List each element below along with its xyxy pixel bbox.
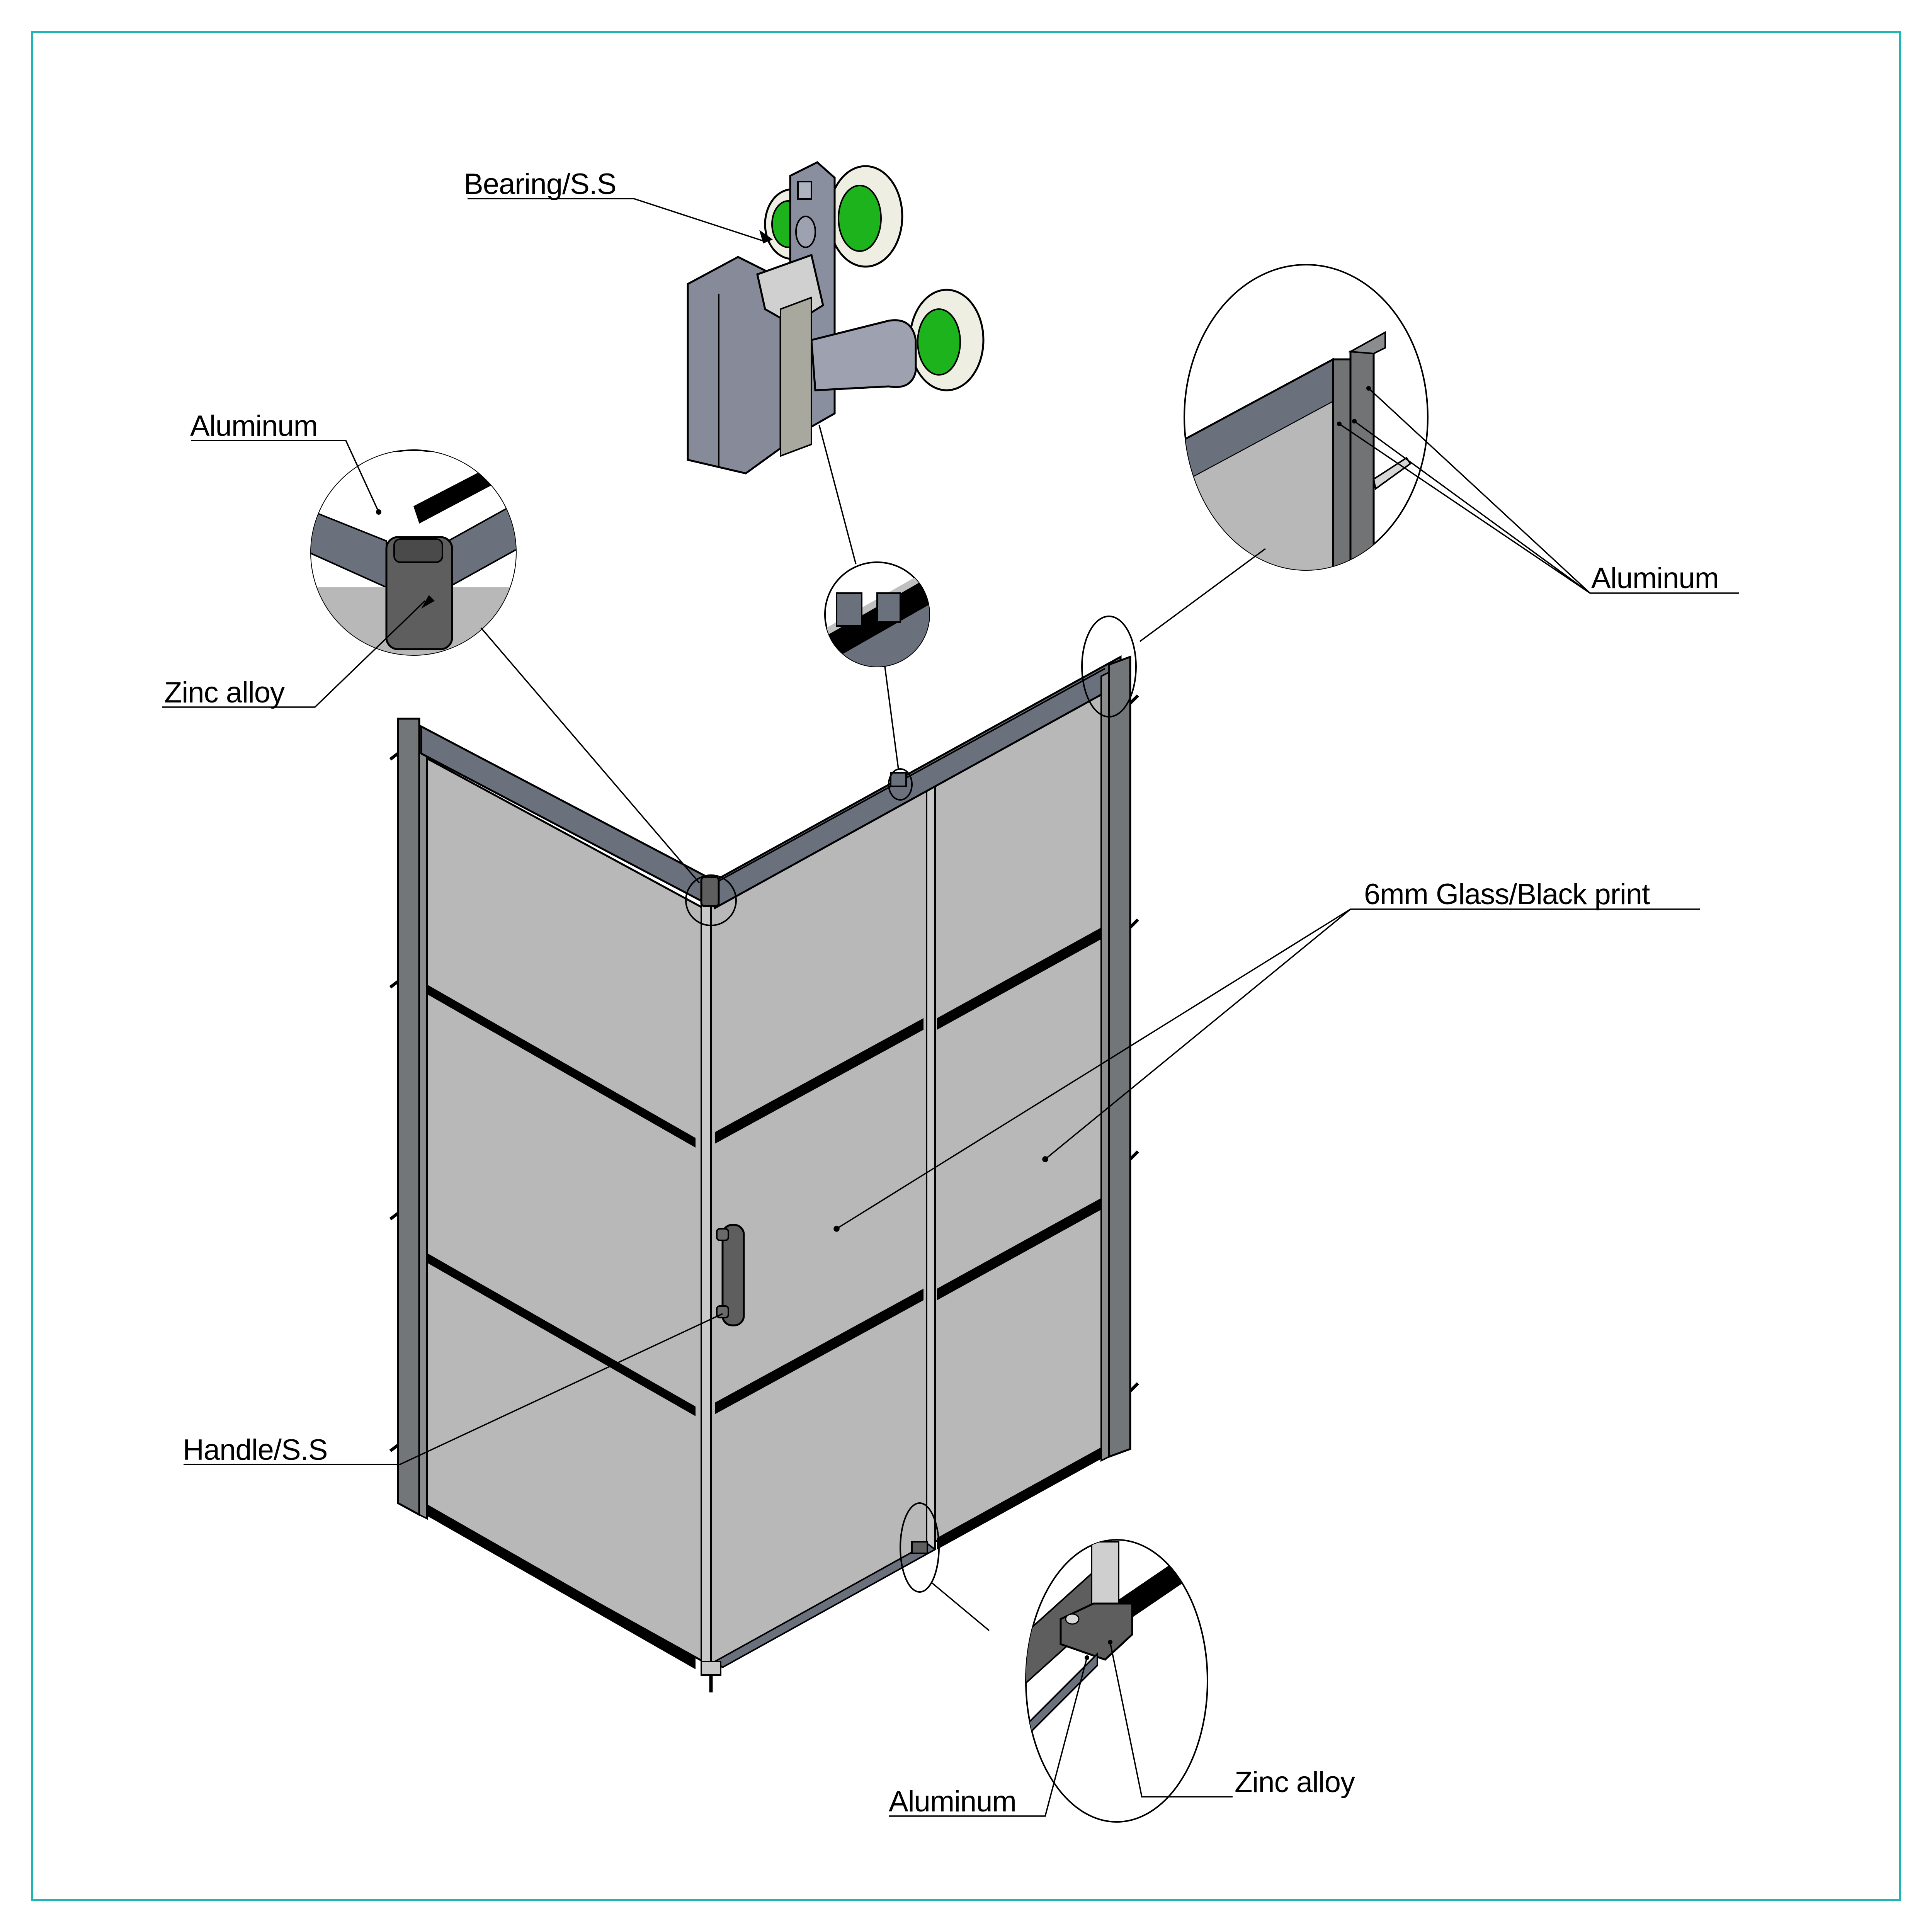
locator-top-right xyxy=(1081,616,1137,718)
left-print-band-lower xyxy=(425,1252,696,1416)
left-wall-profile-inner xyxy=(418,725,428,1520)
door-left-edge xyxy=(701,900,712,1674)
locator-top-left-corner xyxy=(685,874,737,926)
drawing-border xyxy=(31,31,1901,1901)
rail-roller xyxy=(890,772,907,787)
roller-assembly-detail xyxy=(687,161,985,474)
bottom-corner-block xyxy=(701,1661,721,1676)
fixed-print-band-bottom xyxy=(937,1445,1105,1549)
door-right-edge xyxy=(926,780,936,1550)
label-wall-profile-aluminum: Aluminum xyxy=(1591,562,1719,595)
door-glass-panel xyxy=(710,779,929,1671)
left-print-band-upper xyxy=(425,983,696,1148)
door-handle xyxy=(716,1224,745,1327)
label-bearing: Bearing/S.S xyxy=(464,168,616,201)
locator-bottom xyxy=(900,1502,940,1593)
label-corner-aluminum: Aluminum xyxy=(190,410,318,442)
right-wall-profile-inner xyxy=(1100,671,1110,1462)
label-handle: Handle/S.S xyxy=(183,1434,327,1466)
leader-lines xyxy=(162,198,1739,1817)
door-print-band-lower xyxy=(715,1289,923,1414)
rail-roller-detail xyxy=(824,561,930,667)
locator-roller xyxy=(888,768,913,801)
right-wall-anchors xyxy=(1129,694,1139,1392)
left-print-band-bottom xyxy=(425,1503,696,1669)
left-wall-anchors xyxy=(389,752,399,1452)
shower-enclosure xyxy=(389,655,1139,1692)
fixed-print-band-upper xyxy=(937,925,1105,1030)
left-wall-profile xyxy=(397,718,420,1517)
fixed-glass-panel xyxy=(934,678,1110,1544)
left-glass-panel xyxy=(424,755,704,1663)
callout-labels: Bearing/S.S Aluminum Zinc alloy Aluminum… xyxy=(164,168,1719,1818)
label-corner-zinc: Zinc alloy xyxy=(164,676,285,709)
bottom-guide-block xyxy=(911,1541,928,1554)
wall-profile-detail xyxy=(1184,264,1429,571)
fixed-print-band-lower xyxy=(937,1196,1105,1300)
label-bottom-zinc: Zinc alloy xyxy=(1235,1766,1355,1799)
bottom-guide-detail xyxy=(1025,1539,1208,1823)
label-glass: 6mm Glass/Black print xyxy=(1364,878,1650,911)
label-bottom-aluminum: Aluminum xyxy=(889,1785,1016,1818)
corner-connector xyxy=(700,876,720,907)
corner-joint-detail xyxy=(310,449,517,656)
door-print-band-upper xyxy=(715,1018,923,1144)
